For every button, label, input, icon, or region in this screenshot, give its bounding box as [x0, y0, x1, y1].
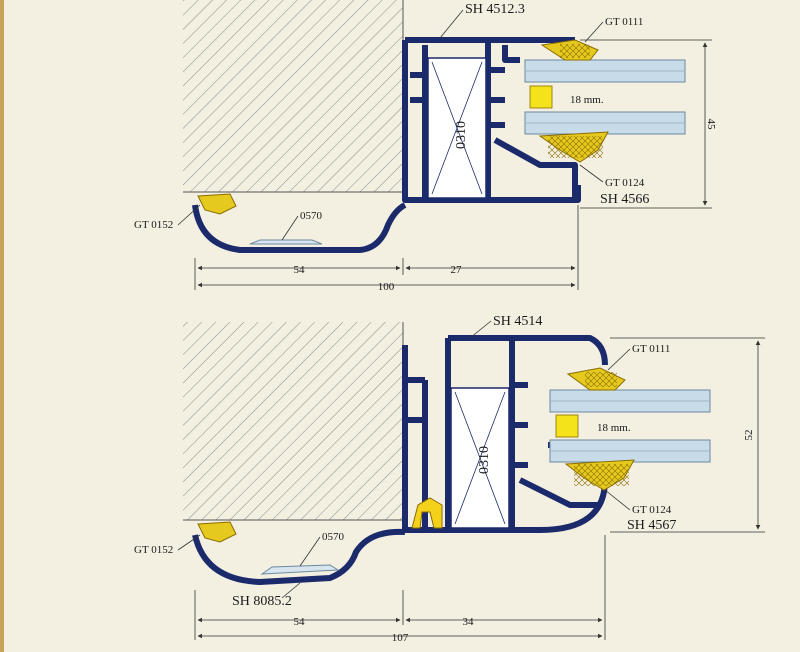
bottom-glass-label: 18 mm.: [597, 422, 631, 434]
bottom-gasket-bottom-label: GT 0124: [632, 504, 672, 516]
top-dimensions: [194, 39, 712, 290]
bottom-section: 0310 18 mm. SH 4514 GT 0111 GT 0124 SH 4…: [134, 314, 765, 644]
top-gasket-top-mesh: [560, 44, 590, 58]
top-sill-profile: [192, 202, 407, 253]
top-gasket-bottom-leader: [579, 164, 604, 183]
bottom-insert-leader: [299, 536, 321, 567]
bottom-gasket-top-label: GT 0111: [632, 343, 670, 355]
top-gasket-bottom-mesh: [548, 136, 603, 158]
bottom-gasket-left-label: GT 0152: [134, 544, 173, 556]
top-profile-main-label: SH 4512.3: [465, 2, 525, 17]
bottom-glass-spacer: [555, 414, 579, 438]
top-insert-label: 0570: [300, 210, 323, 222]
top-glass-unit: [524, 59, 686, 135]
bottom-bridge-code: 0310: [477, 446, 492, 474]
top-dim-total: 100: [378, 281, 395, 293]
bottom-profile-sash-label: SH 4567: [627, 518, 676, 533]
top-gasket-left-leader: [177, 204, 201, 226]
top-left-gasket: [197, 193, 237, 215]
top-profile-sash-label: SH 4566: [600, 192, 649, 207]
bottom-sill-profile: [192, 528, 406, 586]
bottom-gasket-bottom-mesh: [574, 464, 629, 486]
bottom-profile-cover-label: SH 8085.2: [232, 594, 292, 609]
bottom-bridge-cross: [454, 391, 506, 525]
bottom-glass-unit: [549, 389, 711, 463]
top-bridge-cross: [431, 61, 483, 195]
bottom-profile-cover-leader: [281, 582, 301, 599]
top-gasket-left-label: GT 0152: [134, 219, 173, 231]
bottom-frame-clip: [411, 497, 443, 529]
bottom-insert-label: 0570: [322, 531, 345, 543]
top-wall-hatch: [183, 0, 403, 192]
top-dim-right: 27: [451, 264, 463, 276]
top-dim-left: 54: [294, 264, 306, 276]
top-gasket-top-label: GT 0111: [605, 16, 643, 28]
bottom-gasket-left-leader: [177, 534, 201, 551]
top-gasket-bottom-label: GT 0124: [605, 177, 645, 189]
bottom-dim-left: 54: [294, 616, 306, 628]
bottom-dim-height: 52: [743, 430, 755, 441]
bottom-gasket-bottom-leader: [604, 489, 631, 511]
top-glass-spacer: [529, 85, 553, 109]
bottom-left-gasket: [197, 521, 237, 543]
bottom-profile-main-label: SH 4514: [493, 314, 542, 329]
bottom-wall-hatch: [183, 322, 403, 520]
bottom-gasket-top-leader: [607, 348, 631, 371]
top-glass-label: 18 mm.: [570, 94, 604, 106]
top-bridge-code: 0310: [454, 121, 469, 149]
bottom-sill-insert: [260, 564, 340, 575]
top-dim-height: 45: [705, 119, 717, 131]
top-insert-leader: [281, 215, 299, 241]
top-sill-insert: [249, 239, 323, 245]
bottom-dimensions: [194, 337, 765, 640]
bottom-dim-total: 107: [392, 632, 409, 644]
bottom-profile-main-leader: [469, 320, 492, 339]
top-profile-main-leader: [439, 9, 464, 39]
bottom-gasket-top-mesh: [585, 372, 617, 387]
top-gasket-top-leader: [584, 21, 604, 43]
page-edge-stripe: [0, 0, 4, 652]
top-section: 0310 18 mm. SH 4512.3 GT 0111 GT 0124 SH…: [134, 0, 717, 293]
bottom-dim-right: 34: [463, 616, 475, 628]
